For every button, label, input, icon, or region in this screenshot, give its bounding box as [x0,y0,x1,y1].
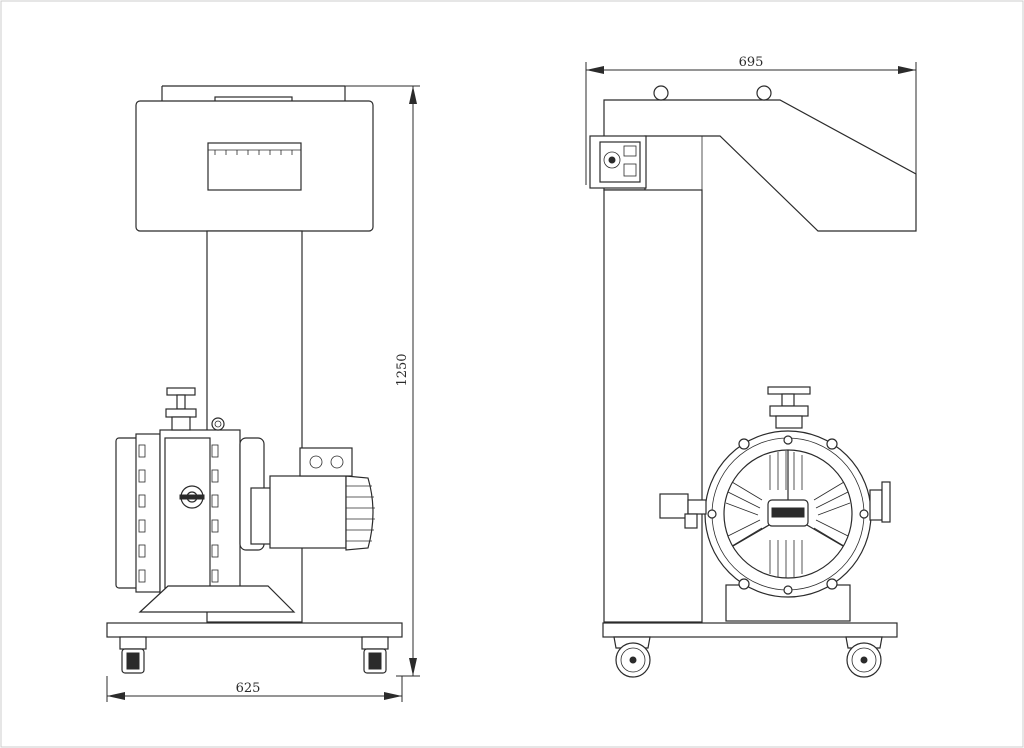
control-arm [589,85,917,232]
dimension-height-front: 1250 [345,85,420,677]
front-view: 625 1250 [106,85,420,702]
side-wheel-left [613,636,651,678]
dimension-label-1250: 1250 [395,353,410,386]
side-view: 695 [585,55,917,678]
side-support-column [603,189,703,623]
control-box [135,85,374,232]
caster-left [119,636,147,674]
dimension-width-side: 695 [585,55,917,231]
base-platform [106,622,403,638]
side-base-platform [602,622,898,638]
dimension-label-625: 625 [236,681,261,696]
vacuum-pump [115,387,375,613]
caster-right [361,636,389,674]
dimension-label-695: 695 [739,55,764,70]
side-wheel-right [845,636,883,678]
dimension-width-front: 625 [106,676,403,702]
display-panel [207,142,302,191]
pump-fan-cover [659,386,891,622]
